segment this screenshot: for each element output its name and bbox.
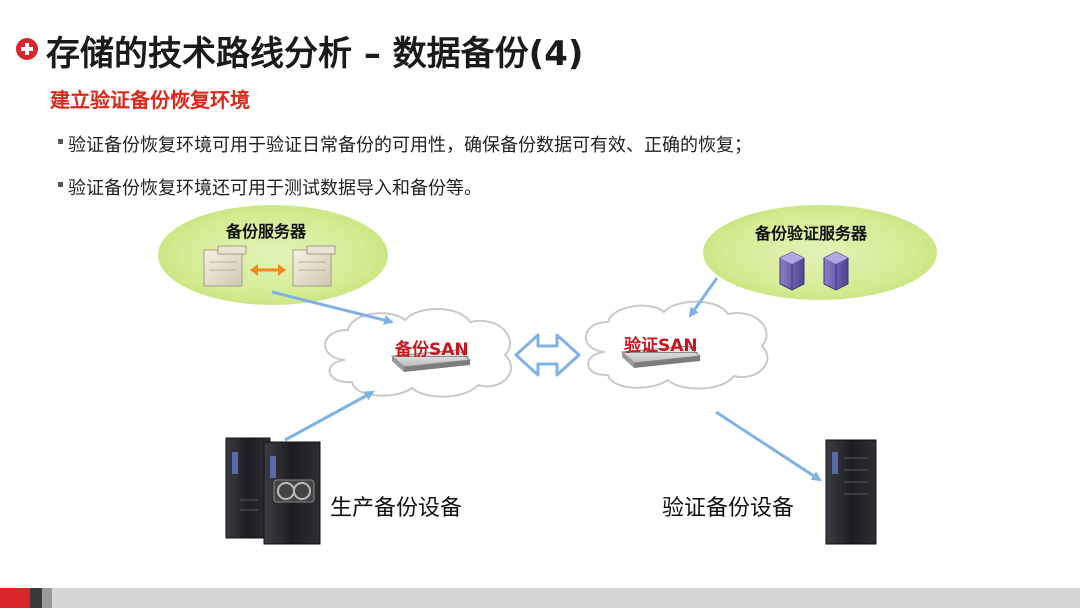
section-subtitle: 建立验证备份恢复环境 — [50, 88, 250, 112]
footer-accent-grey — [42, 588, 52, 608]
san-link-arrow — [514, 333, 581, 377]
verify-server-group — [703, 205, 937, 300]
bullet-text: 验证备份恢复环境还可用于测试数据导入和备份等。 — [68, 178, 482, 199]
verify-server-icon — [823, 251, 849, 291]
production-device-label: 生产备份设备 — [330, 496, 463, 521]
verify-storage-icon — [825, 439, 877, 545]
backup-san-cloud — [324, 308, 512, 398]
backup-server-group — [158, 205, 388, 305]
arrow-production-to-san — [284, 390, 375, 442]
arrow-san-to-verify-device — [715, 410, 822, 482]
page-title: 存储的技术路线分析 – 数据备份(4) — [46, 34, 584, 74]
bullet-item: 验证备份恢复环境可用于验证日常备份的可用性，确保备份数据可有效、正确的恢复； — [58, 131, 752, 157]
title-icon — [16, 38, 38, 60]
backup-san-label: 备份SAN — [395, 340, 469, 360]
backup-server-icon — [292, 245, 336, 287]
verify-device-label: 验证备份设备 — [662, 496, 795, 521]
arrow-verify-server-to-san — [688, 277, 719, 318]
verify-san-cloud — [584, 300, 769, 390]
footer-accent-dark — [30, 588, 42, 608]
bullet-text: 验证备份恢复环境可用于验证日常备份的可用性，确保备份数据可有效、正确的恢复； — [68, 135, 752, 156]
verify-server-group-label: 备份验证服务器 — [755, 224, 868, 243]
footer-accent — [0, 588, 30, 608]
server-sync-arrow — [250, 264, 286, 276]
backup-server-icon — [203, 245, 247, 287]
verify-server-icon — [779, 251, 805, 291]
backup-server-group-label: 备份服务器 — [226, 222, 307, 241]
bullet-item: 验证备份恢复环境还可用于测试数据导入和备份等。 — [58, 174, 482, 200]
arrow-backup-server-to-san — [271, 290, 394, 325]
production-storage-icon — [225, 437, 321, 545]
footer-bar — [0, 588, 1080, 608]
verify-san-label: 验证SAN — [624, 336, 698, 356]
